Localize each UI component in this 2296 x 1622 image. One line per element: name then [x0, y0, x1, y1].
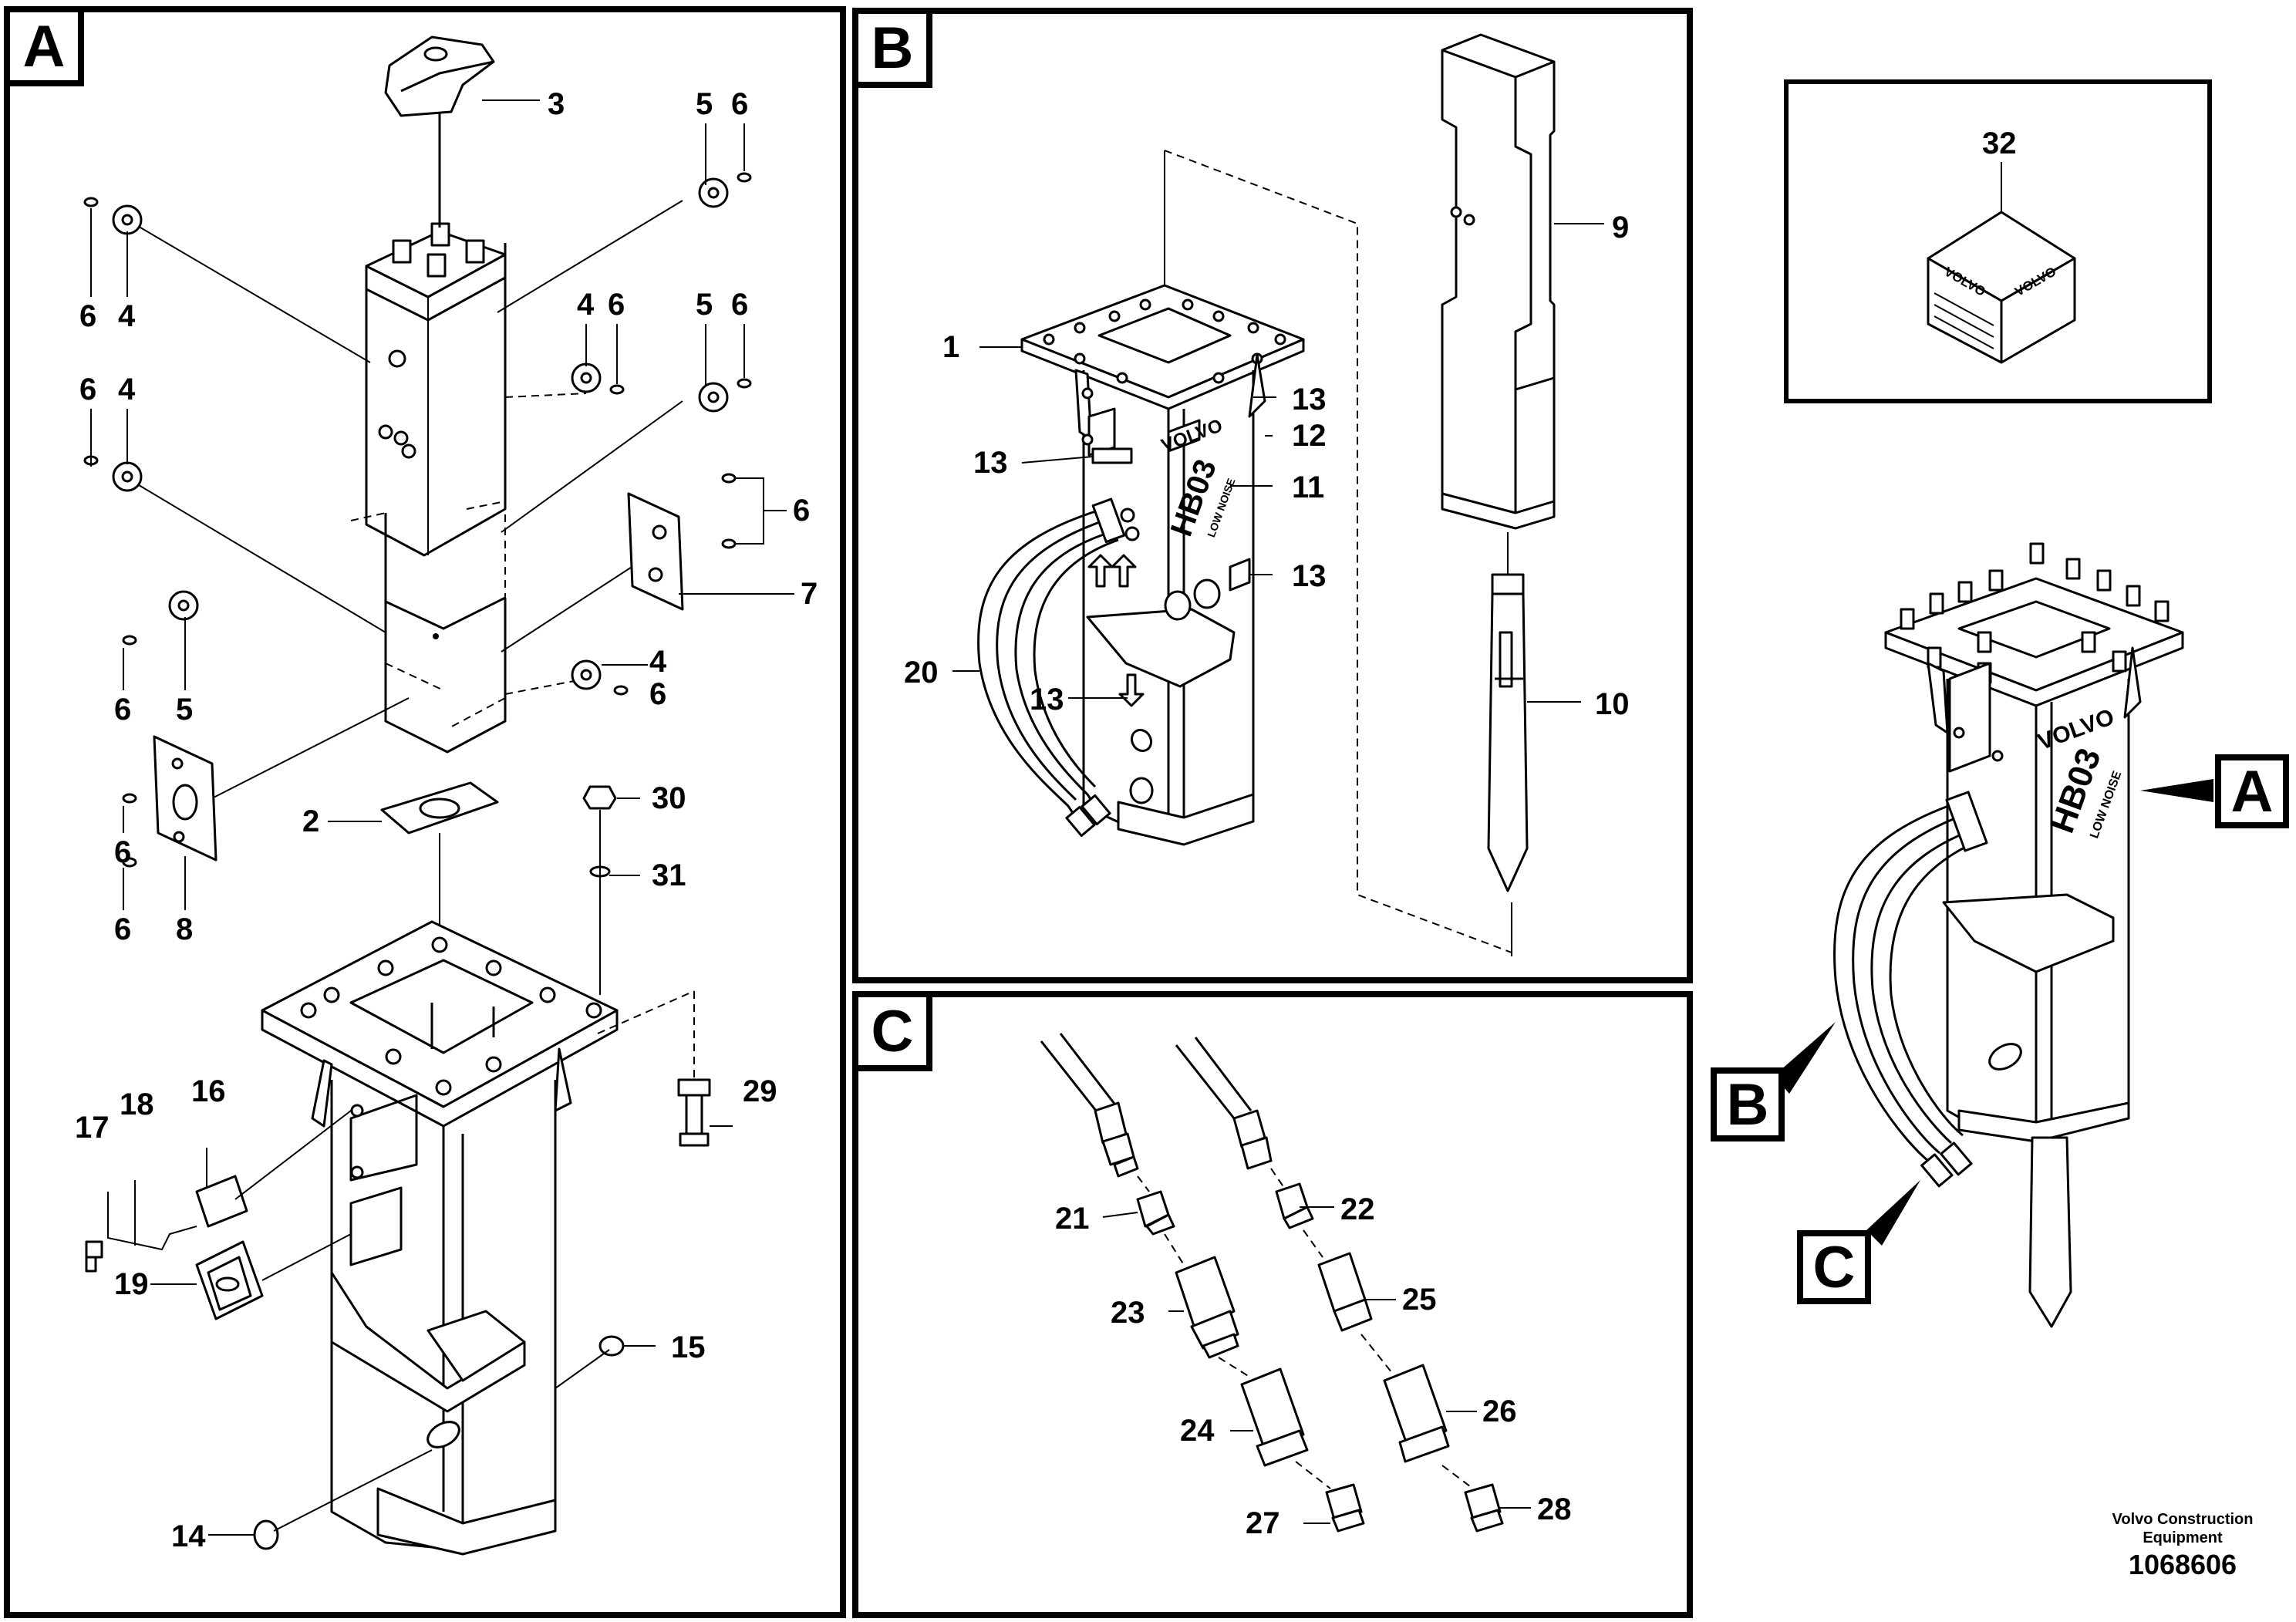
- callout-kit-32: 32: [1982, 126, 2017, 160]
- callout-a-8: 8: [176, 912, 194, 946]
- publisher-credit-line1: Volvo Construction: [2112, 1511, 2254, 1528]
- callout-a-4-left: 4: [118, 299, 136, 333]
- callout-b-9: 9: [1612, 211, 1630, 244]
- callout-a-5-right: 5: [696, 288, 713, 322]
- panel-c-tag: C: [858, 997, 932, 1071]
- callout-b-20: 20: [904, 656, 939, 690]
- callout-c-24: 24: [1180, 1414, 1215, 1448]
- callout-a-14: 14: [171, 1519, 206, 1553]
- callout-a-19: 19: [114, 1267, 149, 1301]
- overview-tag-a[interactable]: A: [2215, 754, 2289, 828]
- callout-c-27: 27: [1246, 1506, 1280, 1540]
- callout-a-6-right: 6: [731, 288, 749, 322]
- callout-c-25: 25: [1402, 1283, 1437, 1317]
- panel-a-tag: A: [10, 12, 84, 86]
- publisher-credit-line2: Equipment: [2143, 1529, 2223, 1546]
- callout-a-6-left2: 6: [79, 373, 97, 406]
- callout-a-6-top: 6: [731, 87, 749, 121]
- callout-b-11: 11: [1292, 470, 1325, 504]
- callout-a-4-lower: 4: [649, 645, 667, 679]
- drawing-number: 1068606: [2128, 1549, 2237, 1580]
- callout-a-16: 16: [191, 1074, 226, 1108]
- callout-b-13-mid: 13: [1292, 559, 1327, 593]
- callout-c-26: 26: [1482, 1394, 1517, 1428]
- callout-b-10: 10: [1595, 687, 1630, 721]
- kit-box-art: VOLVO VOLVO: [1927, 162, 2076, 364]
- callout-a-17: 17: [75, 1111, 110, 1145]
- callout-a-6-plate8-top: 6: [114, 835, 132, 869]
- callout-a-31: 31: [652, 858, 686, 892]
- callout-a-6-plate8-bot: 6: [114, 912, 132, 946]
- callout-a-6-left: 6: [79, 299, 97, 333]
- callout-a-6-plate7: 6: [793, 494, 811, 528]
- callout-a-4-mid: 4: [577, 288, 595, 322]
- callout-a-3: 3: [548, 87, 565, 121]
- overview-art: VOLVO HB03 LOW NOISE: [1774, 542, 2213, 1328]
- callout-a-5-lower: 5: [176, 693, 194, 727]
- callout-c-21: 21: [1055, 1202, 1090, 1236]
- callout-b-13-left: 13: [973, 446, 1008, 480]
- callout-b-13-low: 13: [1030, 683, 1064, 717]
- callout-a-30: 30: [652, 781, 686, 815]
- callout-b-12: 12: [1292, 419, 1327, 453]
- callout-c-22: 22: [1340, 1192, 1375, 1226]
- kit-box: [1784, 79, 2212, 403]
- panel-c: C: [852, 991, 1693, 1618]
- panel-c-art: [1040, 1033, 1531, 1533]
- callout-a-29: 29: [743, 1074, 777, 1108]
- panel-b: B: [852, 8, 1693, 983]
- panel-a-art: [83, 35, 794, 1556]
- callout-c-28: 28: [1537, 1492, 1572, 1526]
- overview-tag-c[interactable]: C: [1797, 1230, 1871, 1304]
- callout-a-4-left2: 4: [118, 373, 136, 406]
- callout-a-6-lower-left: 6: [114, 693, 132, 727]
- overview-tag-b[interactable]: B: [1711, 1067, 1785, 1141]
- callout-a-6-lower-right: 6: [649, 677, 667, 711]
- callout-a-5-top: 5: [696, 87, 713, 121]
- callout-a-2: 2: [302, 804, 320, 838]
- panel-b-art: VOLVO HB03 LOW NOISE: [952, 33, 1604, 956]
- callout-b-13-top: 13: [1292, 383, 1327, 416]
- callout-a-18: 18: [120, 1088, 154, 1121]
- panel-b-tag: B: [858, 14, 932, 88]
- callout-a-15: 15: [671, 1330, 706, 1364]
- callout-a-7: 7: [801, 577, 818, 611]
- callout-a-6-mid: 6: [608, 288, 625, 322]
- callout-c-23: 23: [1111, 1296, 1145, 1330]
- publisher-credit: Volvo Construction Equipment: [2082, 1510, 2283, 1547]
- callout-b-1: 1: [942, 330, 960, 364]
